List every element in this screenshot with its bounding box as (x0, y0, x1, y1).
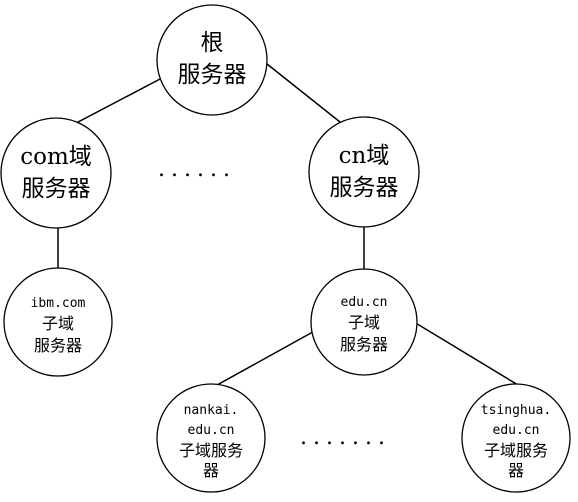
com-domain-label-line2: 服务器 (22, 176, 91, 202)
root-server-label-line2: 服务器 (178, 62, 247, 88)
ellipsis-bottom: ....... (300, 425, 391, 450)
ellipsis-top: ...... (158, 157, 236, 182)
cn-domain-label-line2: 服务器 (330, 175, 399, 201)
edu-label-line2: 子域 (348, 313, 380, 332)
edge-edu-tsinghua (413, 321, 519, 386)
nankai-label-line1: nankai. (184, 403, 239, 418)
cn-domain-server-node: cn域 服务器 (308, 116, 420, 228)
tsinghua-subdomain-server-node: tsinghua. edu.cn 子域服务 器 (461, 383, 571, 493)
root-server-node: 根 服务器 (156, 4, 268, 116)
nankai-label-line3: 子域服务 (179, 441, 243, 460)
edu-subdomain-server-node: edu.cn 子域 服务器 (310, 268, 418, 376)
ibm-label-line2: 子域 (42, 314, 74, 333)
tsinghua-label-line2: edu.cn (493, 423, 540, 438)
nankai-label-line4: 器 (203, 461, 219, 480)
ibm-subdomain-server-node: ibm.com 子域 服务器 (3, 267, 113, 377)
tsinghua-label-line1: tsinghua. (481, 403, 551, 418)
edge-root-cn (261, 59, 341, 123)
cn-domain-label-line1: cn域 (339, 143, 390, 169)
com-domain-server-node: com域 服务器 (0, 117, 112, 229)
tsinghua-label-line4: 器 (508, 461, 524, 480)
ibm-label-line3: 服务器 (34, 336, 82, 355)
ibm-label-line1: ibm.com (31, 296, 86, 311)
edu-label-line3: 服务器 (340, 335, 388, 354)
tsinghua-label-line3: 子域服务 (484, 441, 548, 460)
nankai-label-line2: edu.cn (188, 423, 235, 438)
root-server-label-line1: 根 (201, 30, 224, 56)
edu-label-line1: edu.cn (341, 295, 388, 310)
com-domain-label-line1: com域 (20, 144, 92, 170)
nankai-subdomain-server-node: nankai. edu.cn 子域服务 器 (156, 383, 266, 493)
